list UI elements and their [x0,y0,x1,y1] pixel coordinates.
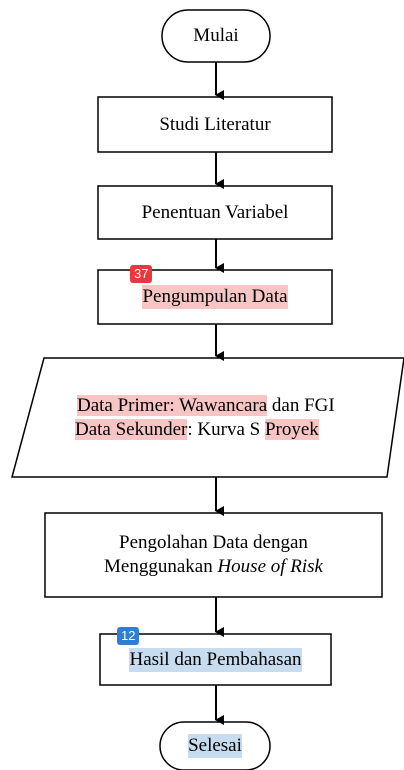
data-node: Data Primer: Wawancara dan FGI Data Seku… [44,358,374,477]
data-parallelogram-shape [11,357,404,478]
collection-node: Pengumpulan Data [98,270,332,324]
data-secondary-tail: Proyek [264,418,319,440]
processing-line2-italic: House of Risk [217,556,323,577]
results-annotation-badge: 12 [117,627,140,645]
data-primary-line: Data Primer: Wawancara dan FGI [44,394,335,418]
collection-label: Pengumpulan Data [142,285,288,309]
processing-box-shape [44,512,383,598]
end-label: Selesai [188,734,242,758]
start-label: Mulai [193,25,239,46]
processing-line1: Pengolahan Data dengan [119,532,308,553]
processing-node: Pengolahan Data dengan Menggunakan House… [45,513,382,597]
literature-box-shape [97,96,333,153]
variables-label: Penentuan Variabel [141,201,289,223]
data-secondary-line: Data Sekunder: Kurva S Proyek [44,418,319,442]
data-secondary-mid: : Kurva S [187,418,265,440]
variables-node: Penentuan Variabel [98,186,332,239]
results-label: Hasil dan Pembahasan [129,647,302,672]
data-primary-rest: dan FGI [267,394,335,416]
start-node: Mulai [162,10,270,62]
processing-line2: Menggunakan House of Risk [104,555,323,579]
literature-label: Studi Literatur [159,113,271,135]
data-secondary-label: Data Sekunder [75,418,188,440]
end-node: Selesai [160,722,270,770]
data-primary-label: Data Primer: Wawancara [77,394,268,416]
literature-node: Studi Literatur [98,97,332,152]
results-node: Hasil dan Pembahasan [100,634,331,685]
processing-line2-plain: Menggunakan [104,556,218,577]
collection-annotation-badge: 37 [130,265,153,283]
